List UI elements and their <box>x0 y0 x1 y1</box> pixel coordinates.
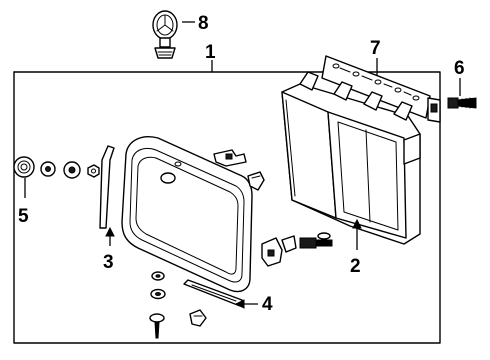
leader-2-arrow <box>352 218 362 229</box>
grommet-top <box>151 271 165 281</box>
callout-8: 8 <box>198 13 209 34</box>
callout-7: 7 <box>370 38 381 59</box>
adjuster-screw <box>299 232 333 249</box>
callout-2: 2 <box>350 256 361 277</box>
leader-3-arrow <box>105 226 115 237</box>
callout-3: 3 <box>103 252 114 273</box>
nut <box>87 164 100 178</box>
callout-5: 5 <box>18 206 29 227</box>
callout-4: 4 <box>262 294 273 315</box>
headlamp-housing <box>281 71 421 245</box>
callout-1: 1 <box>205 42 216 63</box>
bolt-6 <box>447 97 477 109</box>
hood-ornament <box>152 10 178 59</box>
headlamp-bezel <box>121 136 253 293</box>
assembly-boundary <box>13 71 441 344</box>
callout-6: 6 <box>454 58 465 79</box>
clip-bottom <box>189 309 207 327</box>
washer-b <box>63 161 81 179</box>
trim-strip <box>183 279 243 307</box>
lamp-socket <box>13 156 35 178</box>
leader-4-arrow <box>234 299 245 309</box>
adjuster-bracket <box>261 235 297 267</box>
grommet-mid <box>150 288 166 300</box>
screw-bottom <box>149 313 165 339</box>
strip-end-bracket <box>427 97 441 123</box>
washer-a <box>40 161 56 177</box>
seal-strip <box>99 145 115 229</box>
clip-b <box>247 171 265 191</box>
clip-a <box>213 149 247 167</box>
